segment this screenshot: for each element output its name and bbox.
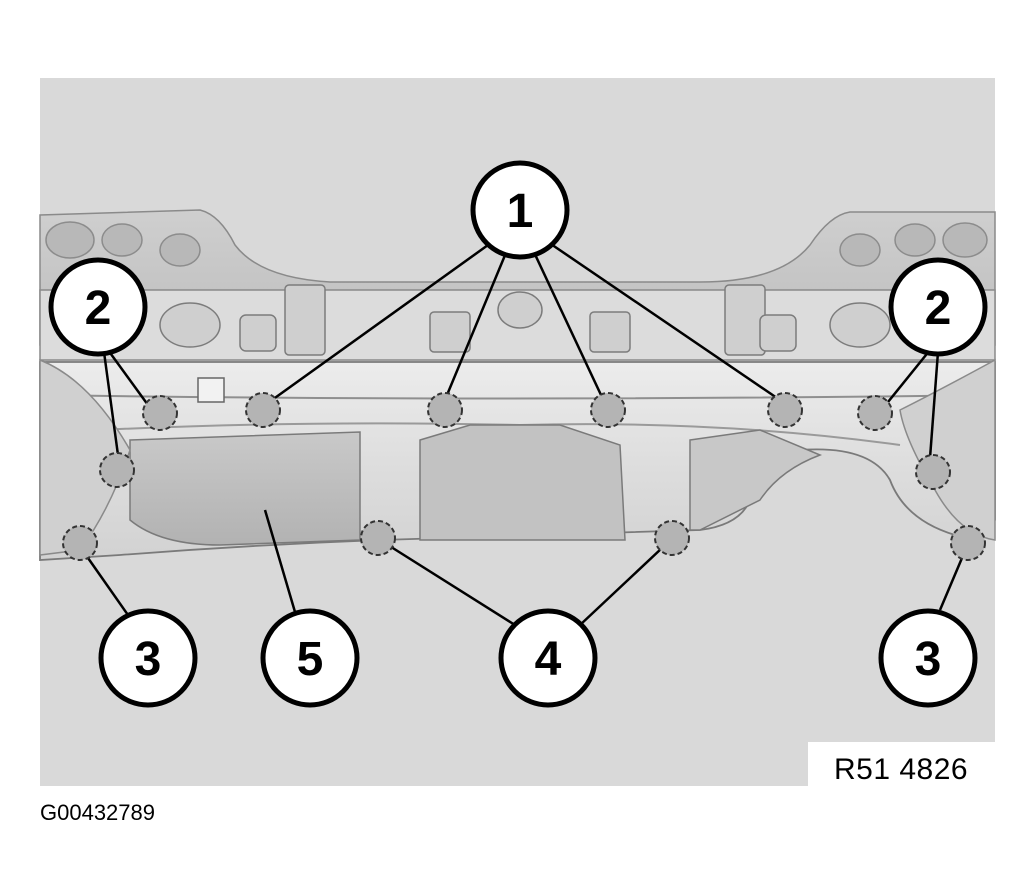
callout-5: 5 bbox=[260, 608, 360, 708]
callout-3-left: 3 bbox=[98, 608, 198, 708]
callout-2-left-label: 2 bbox=[85, 282, 112, 335]
callout-2-left: 2 bbox=[48, 257, 148, 357]
callout-3-right: 3 bbox=[878, 608, 978, 708]
reference-box bbox=[808, 742, 995, 786]
left-sensor bbox=[197, 377, 225, 403]
callout-3-left-label: 3 bbox=[135, 633, 162, 686]
callout-1: 1 bbox=[470, 160, 570, 260]
leader-lines bbox=[86, 238, 964, 627]
image-id: G00432789 bbox=[40, 800, 155, 825]
right-trim-panel bbox=[689, 429, 823, 531]
panel-holes bbox=[45, 221, 988, 267]
callout-3-right-label: 3 bbox=[915, 633, 942, 686]
fastener-markers bbox=[62, 392, 986, 561]
carrier-brackets bbox=[159, 284, 891, 356]
reference-code: R51 4826 bbox=[834, 753, 969, 786]
callout-2-right-label: 2 bbox=[925, 282, 952, 335]
callout-4-label: 4 bbox=[535, 633, 562, 686]
lower-trim-panel bbox=[129, 431, 361, 546]
callout-5-label: 5 bbox=[297, 633, 324, 686]
center-diffuser bbox=[419, 424, 626, 541]
callout-1-label: 1 bbox=[507, 185, 534, 238]
bumper-seam bbox=[39, 394, 996, 400]
callout-2-right: 2 bbox=[888, 257, 988, 357]
callout-4: 4 bbox=[498, 608, 598, 708]
